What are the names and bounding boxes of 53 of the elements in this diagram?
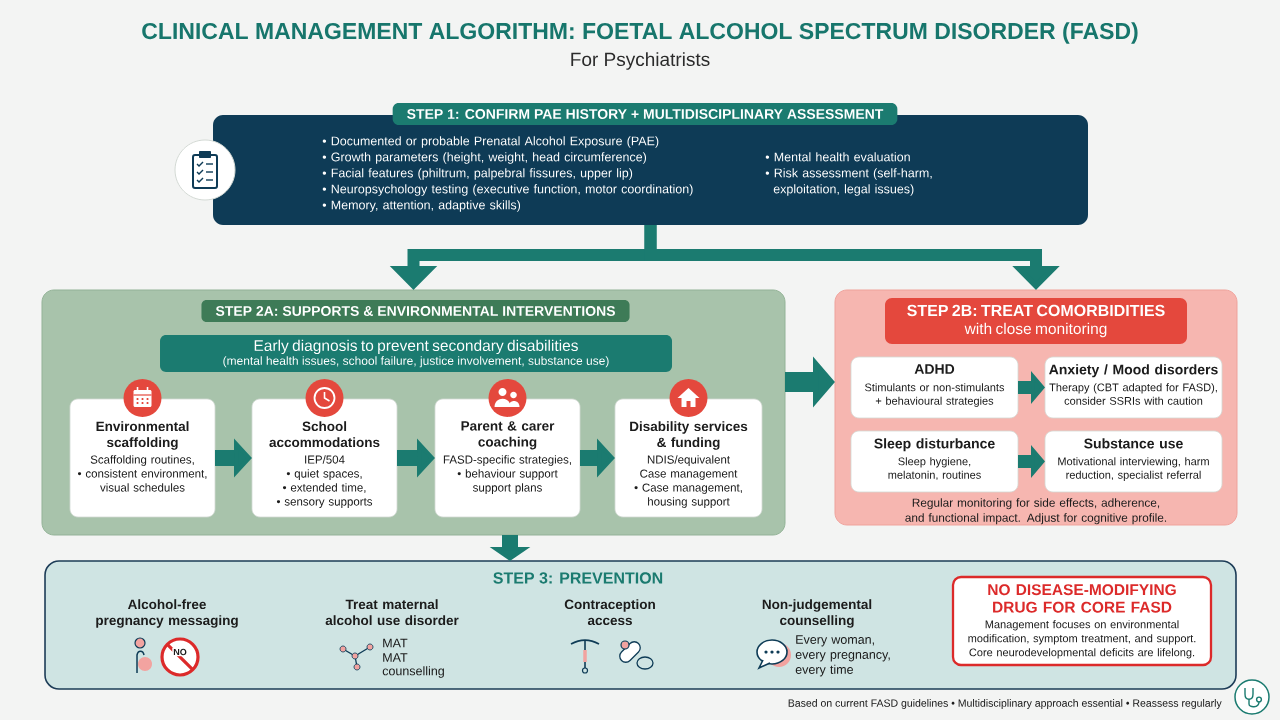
list-item: • Growth parameters (height, weight, head circumference) xyxy=(322,152,647,164)
column-heading: Alcohol-free pregnancy messaging xyxy=(96,599,238,628)
card-title: ADHD xyxy=(914,364,955,374)
list-item: • Facial features (philtrum, palpebral fissures, upper lip) xyxy=(322,168,633,180)
banner xyxy=(160,335,672,372)
list-item: • Risk assessment (self-harm, exploitation, legal issues) xyxy=(765,168,932,196)
section-heading: STEP 3: PREVENTION xyxy=(493,572,663,584)
card-title: Substance use xyxy=(1084,438,1183,449)
section-heading: STEP 2B: TREAT COMORBIDITIES xyxy=(907,304,1165,317)
sign-text: NO xyxy=(172,647,188,657)
item-text: Every woman, every pregnancy, every time xyxy=(795,635,890,677)
card-text: Scaffolding routines, xyxy=(90,455,194,466)
card-title: Anxiety / Mood disorders xyxy=(1049,364,1218,378)
list-item: • Documented or probable Prenatal Alcohol Exposure (PAE) xyxy=(322,136,659,148)
banner-text: (mental health issues, school failure, justice involvement, substance use) xyxy=(223,356,609,368)
card-text: • extended time, xyxy=(283,483,366,493)
item-text: counselling xyxy=(382,666,444,678)
card-text: • consistent environment, visual schedules xyxy=(78,469,207,492)
card-text: Case management xyxy=(640,469,738,480)
item-text: MAT xyxy=(383,653,408,662)
item-text: MAT xyxy=(383,638,408,648)
banner-title: Early diagnosis to prevent secondary disabilities xyxy=(254,339,578,355)
card-text: Therapy (CBT adapted for FASD), consider SSRIs with caution xyxy=(1049,383,1217,405)
column-heading: Non-judgemental counselling xyxy=(762,599,872,628)
card-title: Environmental scaffolding xyxy=(96,421,189,450)
subtitle: For Psychiatrists xyxy=(571,52,710,70)
card-title: Sleep disturbance xyxy=(874,438,995,452)
card-text: • behaviour support support plans xyxy=(457,469,558,494)
list-item: • Mental health evaluation xyxy=(765,152,910,162)
card-title: School accommodations xyxy=(269,421,380,448)
card-text: IEP/504 xyxy=(305,455,345,464)
note-text: Regular monitoring for side effects, adherence, and functional impact. Adjust for cognitive profile. xyxy=(905,498,1167,525)
card-text: • quiet spaces, xyxy=(286,469,362,480)
card-text: • sensory supports xyxy=(276,498,373,508)
list-item: • Neuropsychology testing (executive function, motor coordination) xyxy=(322,184,693,196)
card-text: Sleep hygiene, melatonin, routines xyxy=(888,457,981,481)
title: CLINICAL MANAGEMENT ALGORITHM: FOETAL ALCOHOL SPECTRUM DISORDER (FASD) xyxy=(142,22,1138,44)
section-heading: STEP 2A: SUPPORTS & ENVIRONMENTAL INTERVENTIONS xyxy=(201,300,630,322)
section-heading: STEP 1: CONFIRM PAE HISTORY + MULTIDISCIPLINARY ASSESSMENT xyxy=(392,103,898,125)
card-text: FASD-specific strategies, xyxy=(443,455,571,466)
column-heading: Treat maternal alcohol use disorder xyxy=(325,599,459,626)
alert-text: Management focuses on environmental modification, symptom treatment, and support. Core neurodevelopmental deficits are lifelong. xyxy=(968,620,1196,659)
card-text: NDIS/equivalent xyxy=(647,455,730,466)
card-title: Disability services & funding xyxy=(630,421,748,450)
section-subheading: with close monitoring xyxy=(964,322,1107,338)
column-heading: Contraception access xyxy=(564,599,655,626)
card-text: Stimulants or non-stimulants + behavioural strategies xyxy=(865,383,1005,407)
card-text: • Case management, housing support xyxy=(634,483,742,508)
card-text: Motivational interviewing, harm reduction, specialist referral xyxy=(1058,457,1209,481)
card-title: Parent & carer coaching xyxy=(461,421,555,450)
list-item: • Memory, attention, adaptive skills) xyxy=(322,200,521,212)
alert-title: NO DISEASE-MODIFYING DRUG FOR CORE FASD xyxy=(988,584,1176,613)
footer-note: Based on current FASD guidelines • Multidisciplinary approach essential • Reassess regularly xyxy=(788,699,1222,709)
